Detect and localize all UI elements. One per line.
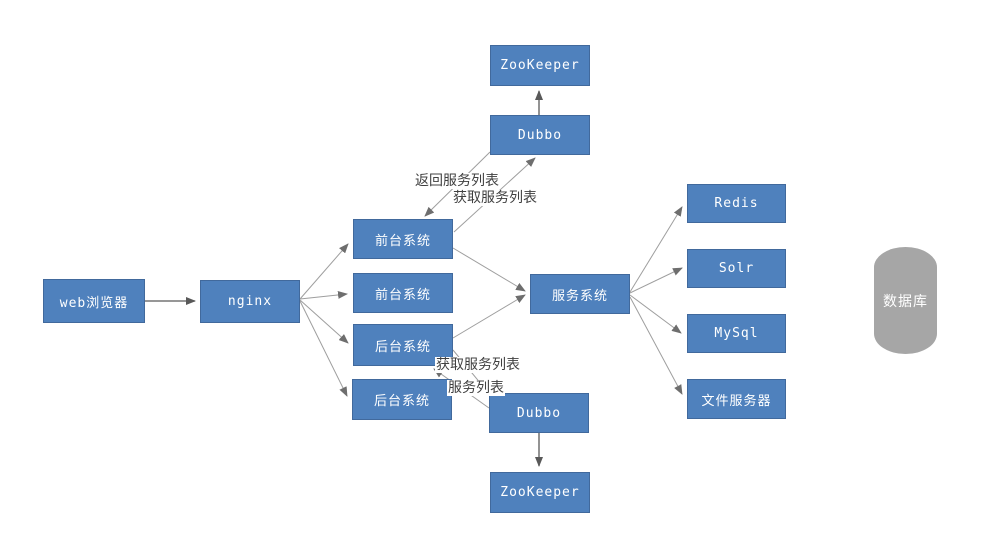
node-mysql: MySql: [687, 314, 786, 353]
node-nginx: nginx: [200, 280, 300, 323]
node-database-cylinder: 数据库: [874, 247, 937, 354]
node-web-browser: web浏览器: [43, 279, 145, 323]
node-zookeeper-bottom: ZooKeeper: [490, 472, 590, 513]
edge-nginx-frontend1: [299, 243, 349, 300]
edge-label-fetch-service-list-top: 获取服务列表: [452, 190, 538, 206]
node-frontend-system-1: 前台系统: [353, 219, 453, 259]
edge-servicesystem-redis: [629, 206, 683, 293]
edge-nginx-backend1: [299, 299, 349, 344]
edge-label-return-service-list-top: 返回服务列表: [414, 173, 500, 189]
edge-nginx-frontend2: [299, 290, 348, 300]
node-dubbo-bottom: Dubbo: [489, 393, 589, 433]
node-backend-system-1: 后台系统: [353, 324, 453, 366]
node-dubbo-top: Dubbo: [490, 115, 590, 155]
edge-label-fetch-service-list-bottom: 获取服务列表: [435, 357, 521, 373]
node-frontend-system-2: 前台系统: [353, 273, 453, 313]
node-service-system: 服务系统: [530, 274, 630, 314]
edge-backend1-servicesystem: [452, 294, 526, 339]
edge-servicesystem-solr: [629, 267, 683, 294]
node-zookeeper-top: ZooKeeper: [490, 45, 590, 86]
edge-nginx-backend2: [299, 300, 348, 397]
edge-servicesystem-fileserver: [629, 296, 683, 395]
edge-frontend1-servicesystem: [452, 247, 526, 292]
node-solr: Solr: [687, 249, 786, 288]
node-redis: Redis: [687, 184, 786, 223]
edge-servicesystem-mysql: [629, 294, 682, 334]
node-backend-system-2: 后台系统: [352, 379, 452, 420]
edge-label-service-list-bottom: 服务列表: [447, 380, 505, 396]
node-file-server: 文件服务器: [687, 379, 786, 419]
